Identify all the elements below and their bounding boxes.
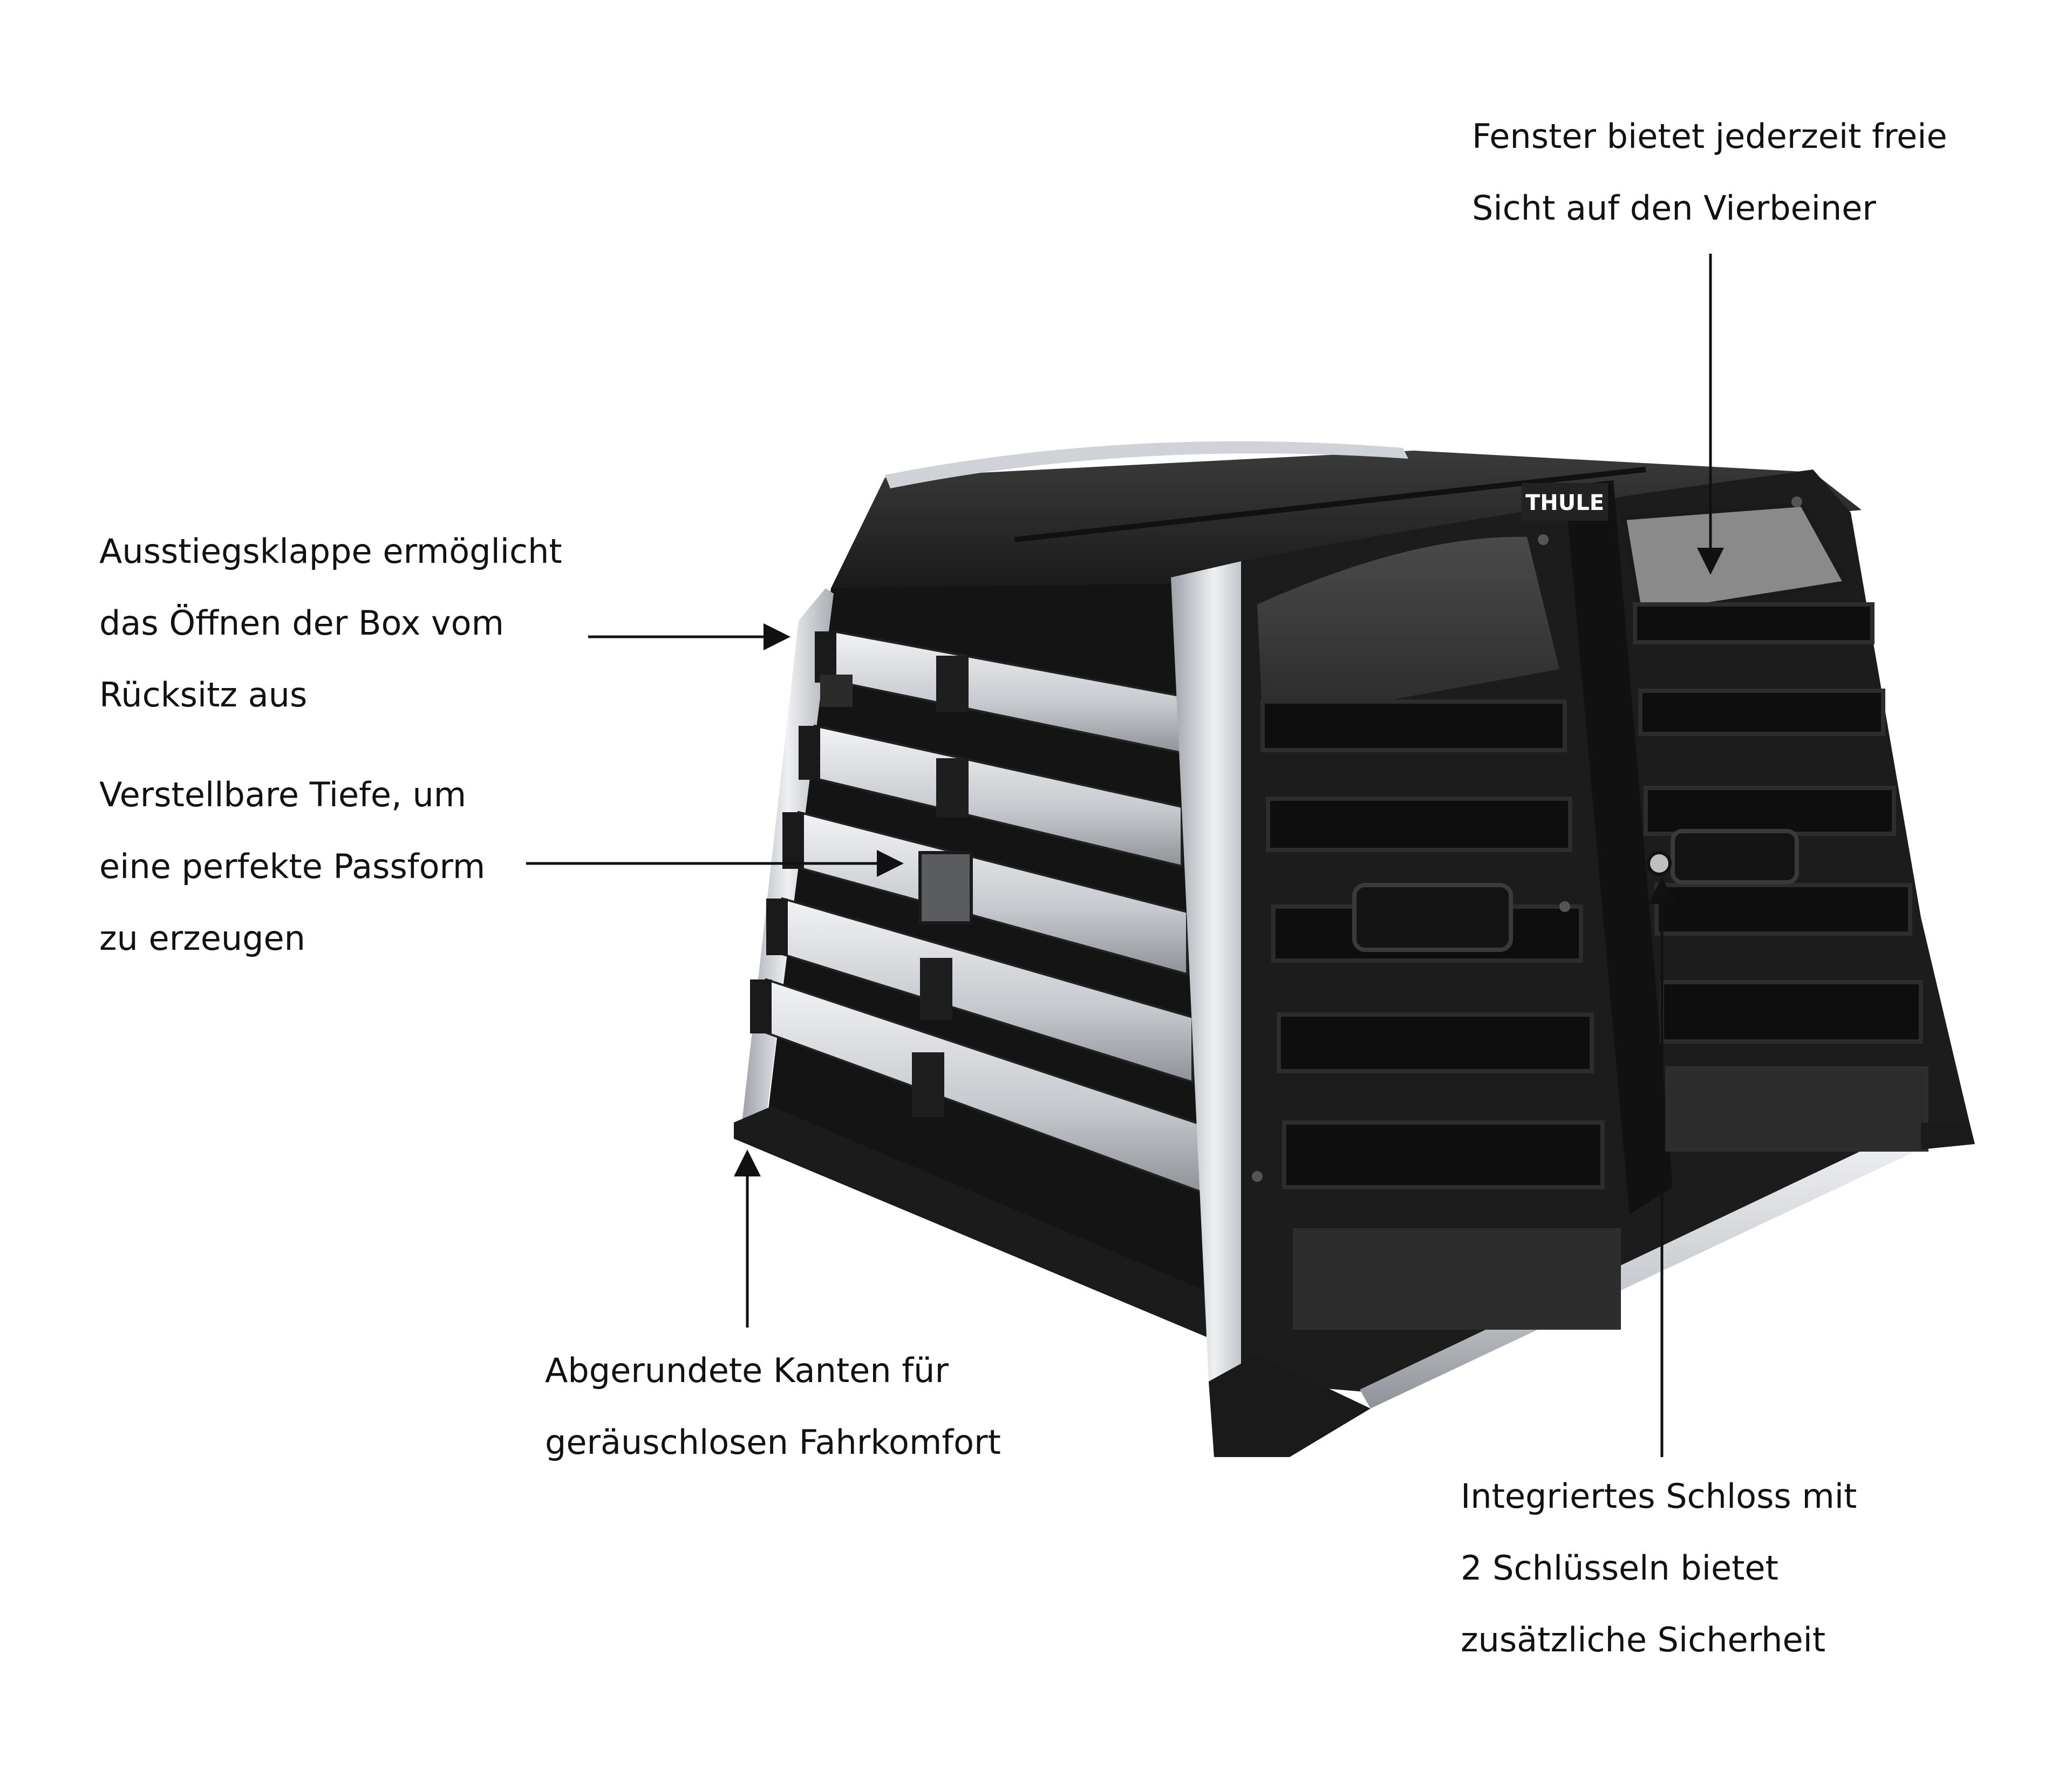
callout-line: Sicht auf den Vierbeiner [1472, 188, 1876, 228]
callout-line: zusätzliche Sicherheit [1461, 1620, 1826, 1659]
callout-line: zu erzeugen [99, 918, 305, 958]
right-door-bars [1633, 602, 1928, 1152]
callout-line: Integriertes Schloss mit [1461, 1476, 1857, 1516]
crate-front: THULE [1171, 469, 1975, 1457]
side-rails [750, 630, 1204, 1194]
callout-lock: Integriertes Schloss mit 2 Schlüsseln bi… [1461, 1460, 1857, 1676]
callout-line: 2 Schlüsseln bietet [1461, 1548, 1778, 1588]
callout-line: Ausstiegsklappe ermöglicht [99, 532, 562, 571]
lock-icon [1647, 851, 1672, 876]
callout-window: Fenster bietet jederzeit freie Sicht auf… [1472, 100, 1947, 244]
thule-logo-text: THULE [1525, 491, 1604, 515]
callout-line: Verstellbare Tiefe, um [99, 775, 467, 814]
callout-line: das Öffnen der Box vom [99, 603, 504, 643]
callout-line: eine perfekte Passform [99, 847, 486, 886]
callout-line: Rücksitz aus [99, 675, 308, 715]
left-door-bars [1260, 699, 1621, 1330]
view-window [1621, 502, 1849, 618]
crate-side [734, 561, 1241, 1349]
escape-flap-latch-icon [820, 675, 853, 707]
leader-lines [526, 254, 1724, 1457]
callout-depth: Verstellbare Tiefe, um eine perfekte Pas… [99, 759, 485, 974]
callout-flap: Ausstiegsklappe ermöglicht das Öffnen de… [99, 515, 562, 731]
callout-edges: Abgerundete Kanten für geräuschlosen Fah… [545, 1335, 1001, 1478]
depth-adjuster-icon [918, 851, 973, 924]
callout-line: geräuschlosen Fahrkomfort [545, 1423, 1001, 1462]
callout-line: Abgerundete Kanten für [545, 1351, 949, 1390]
door-handle-icon [1352, 883, 1513, 952]
callout-line: Fenster bietet jederzeit freie [1472, 117, 1947, 156]
